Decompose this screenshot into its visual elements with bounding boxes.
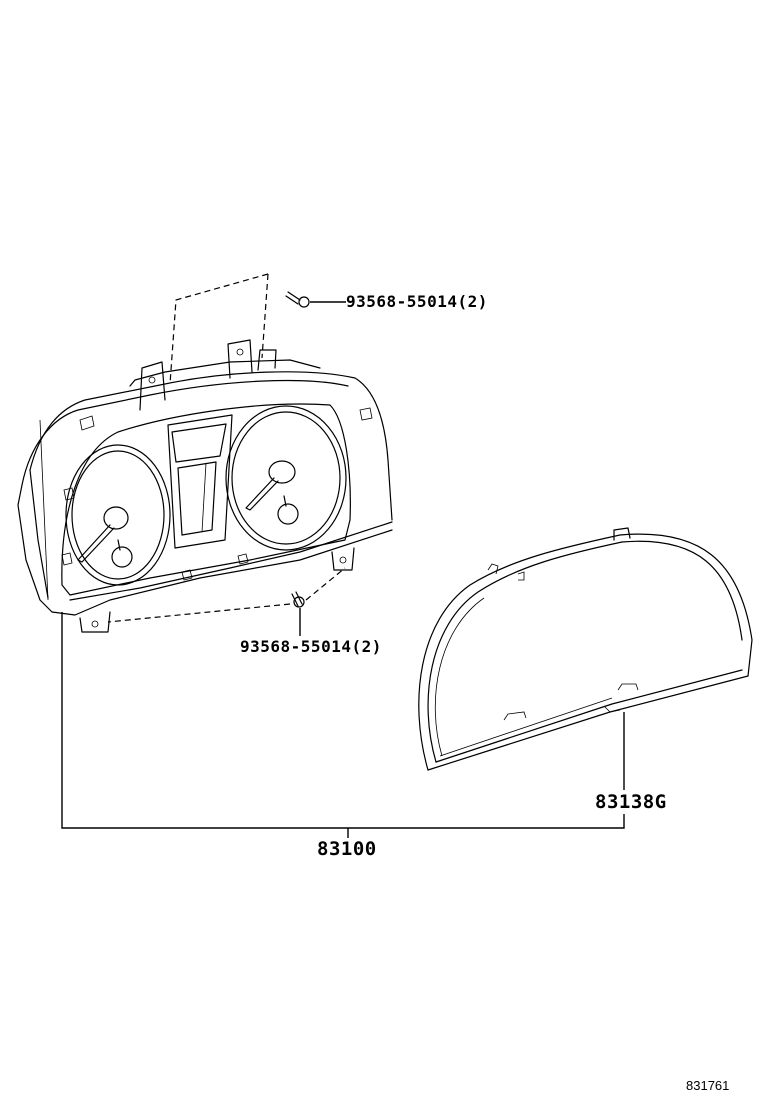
assembly-bracket: [61, 612, 625, 829]
assembly-part-number: 83100: [317, 838, 377, 860]
figure-id: 831761: [686, 1078, 730, 1093]
lens-cover-illustration: [418, 527, 753, 771]
upper-screw-part-number: 93568-55014(2): [346, 292, 488, 311]
left-gauge-dial: [65, 444, 171, 586]
instrument-cluster-illustration: [17, 339, 393, 633]
upper-screw-illustration: [169, 273, 310, 385]
lens-cover-part-number: 83138G: [595, 791, 667, 813]
lower-screw-illustration: [107, 567, 346, 623]
lower-screw-part-number: 93568-55014(2): [240, 637, 382, 656]
right-gauge-dial: [225, 405, 347, 551]
center-display: [167, 414, 233, 549]
